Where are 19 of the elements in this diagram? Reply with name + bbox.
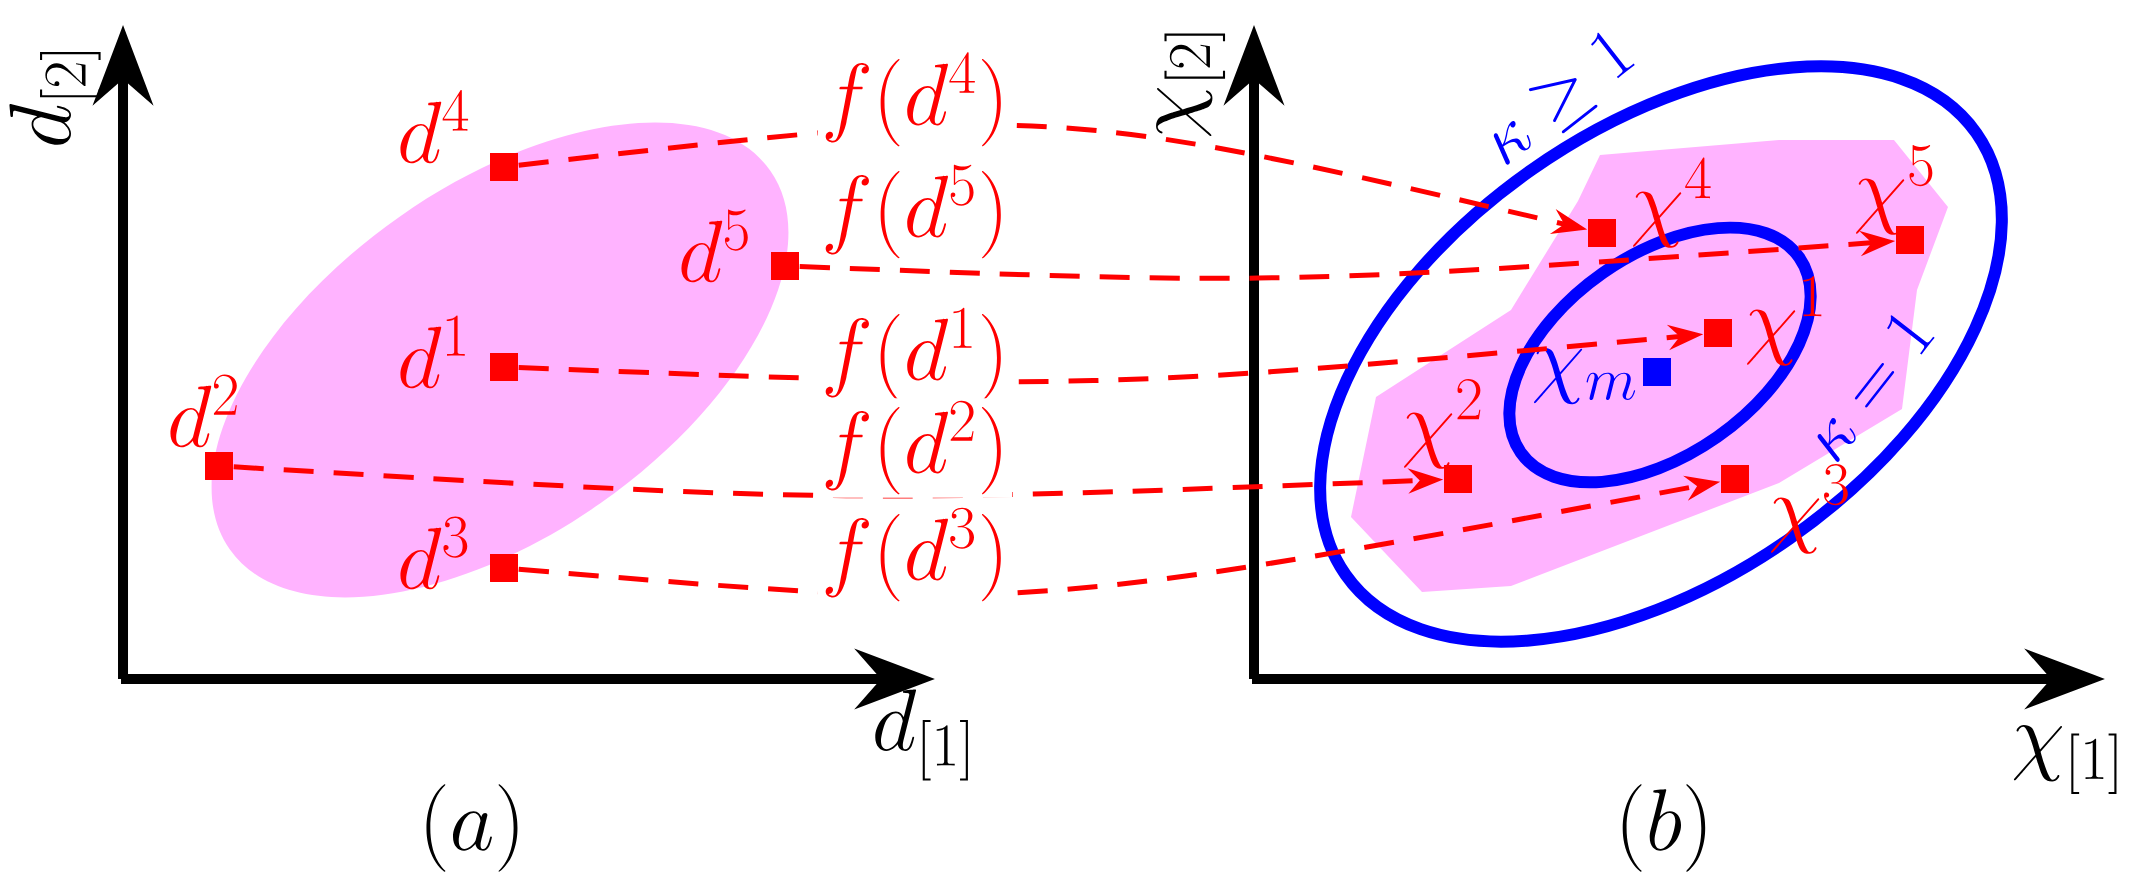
point-label: $d^{2}$ xyxy=(170,374,237,448)
point-label: $\chi^{2}$ xyxy=(1404,379,1481,469)
point-label: $d^{1}$ xyxy=(400,315,465,389)
edge-label: $f(d^{4})$ xyxy=(817,50,1013,150)
axis-label: $\chi_{[1]}$ xyxy=(2013,725,2117,795)
axis-label: $d_{[2]}$ xyxy=(9,52,101,145)
panel-label: $(a)$ xyxy=(426,784,518,872)
axis-label: $d_{[1]}$ xyxy=(875,689,968,781)
point-label: $\chi^{5}$ xyxy=(1856,145,1933,235)
curve-label: $\kappa \geq 1$ xyxy=(1493,32,1635,165)
point-label: $\chi_{m}$ xyxy=(1534,347,1636,405)
axis-label: $\chi_{[2]}$ xyxy=(1156,33,1226,137)
edge-label: $f(d^{3})$ xyxy=(817,505,1013,605)
point-label: $d^{5}$ xyxy=(681,209,748,283)
point-label: $\chi^{4}$ xyxy=(1633,157,1711,248)
panel-label: $(b)$ xyxy=(1622,784,1706,872)
point-label: $d^{4}$ xyxy=(400,90,469,164)
point-label: $d^{3}$ xyxy=(400,516,468,590)
edge-label: $f(d^{5})$ xyxy=(817,162,1013,262)
